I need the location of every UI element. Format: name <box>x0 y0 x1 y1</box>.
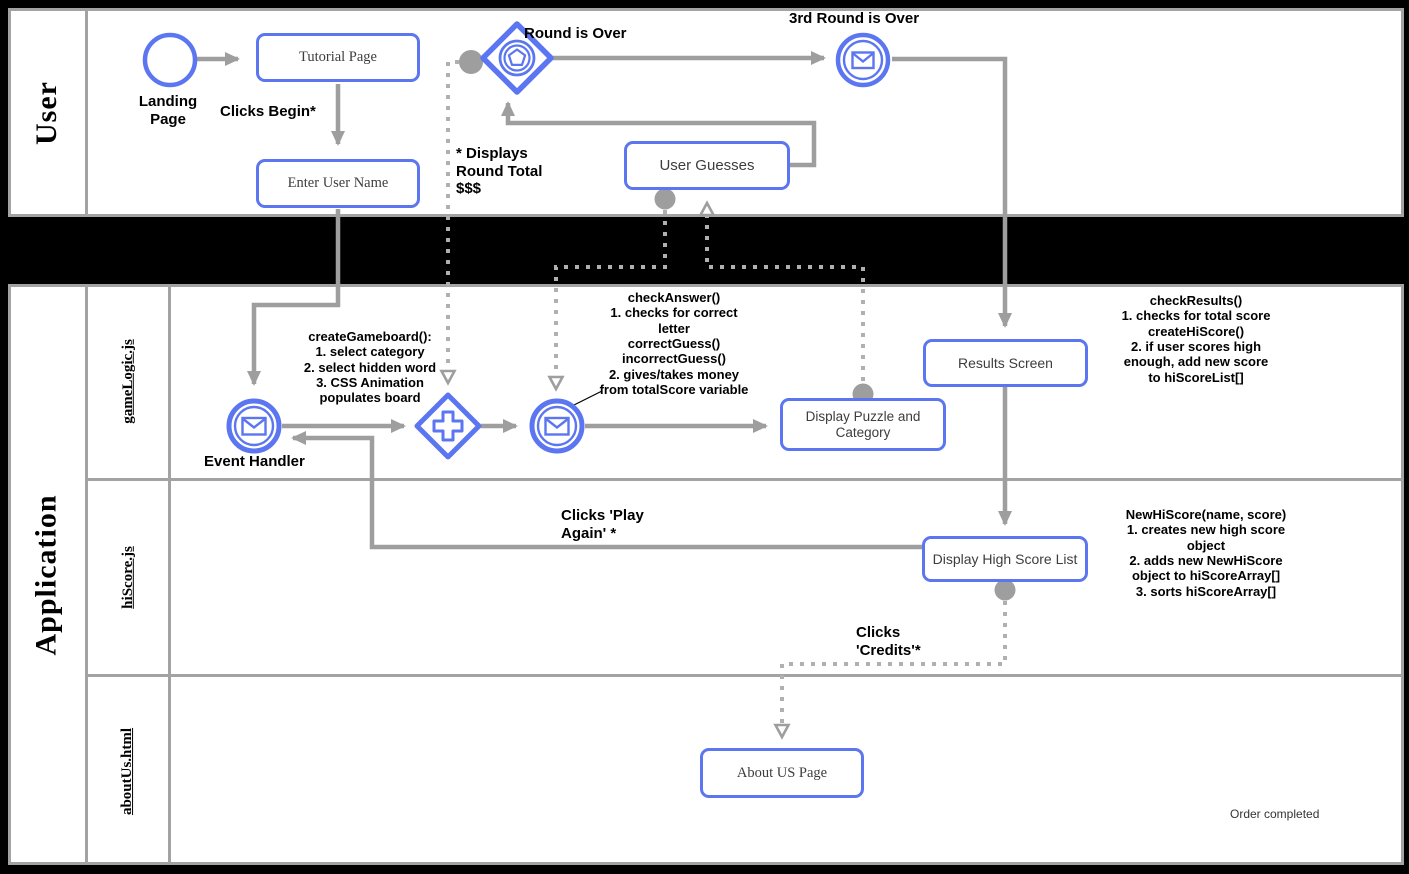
create-gameboard-note: createGameboard(): 1. select category 2.… <box>303 329 437 406</box>
round-is-over-label: Round is Over <box>524 25 627 42</box>
msg-source-dot-userguesses <box>654 188 676 210</box>
flow-playagain-to-eventhandler <box>291 431 922 550</box>
third-round-inner-circle <box>842 39 884 81</box>
event-handler-label: Event Handler <box>204 453 305 470</box>
task-results-screen[interactable]: Results Screen <box>923 339 1088 387</box>
envelope-icon <box>241 416 267 436</box>
order-completed-label: Order completed <box>1230 807 1320 821</box>
msg-source-dot-roundover <box>459 50 483 74</box>
task-results-screen-label: Results Screen <box>958 354 1053 371</box>
task-enter-user-name[interactable]: Enter User Name <box>256 159 420 208</box>
third-round-is-over-label: 3rd Round is Over <box>789 10 920 27</box>
plus-icon <box>432 410 464 442</box>
user-pool-label-divider <box>85 8 88 217</box>
start-event-landing-page[interactable] <box>141 31 199 89</box>
flow-thirdround-to-results <box>892 56 1012 328</box>
check-answer-note: checkAnswer() 1. checks for correct lett… <box>599 290 749 397</box>
task-enter-user-name-label: Enter User Name <box>287 175 389 192</box>
flow-entername-to-eventhandler <box>247 209 341 386</box>
landing-page-label: Landing Page <box>138 93 198 128</box>
gateway-diamond <box>414 392 482 460</box>
start-event-circle <box>142 32 198 88</box>
task-user-guesses-label: User Guesses <box>659 156 755 174</box>
task-tutorial-page-label: Tutorial Page <box>298 49 377 66</box>
task-tutorial-page[interactable]: Tutorial Page <box>256 33 420 82</box>
round-over-outer-circle <box>498 39 536 77</box>
clicks-play-again-label: Clicks 'Play Again' * <box>561 507 644 542</box>
clicks-begin-label: Clicks Begin* <box>220 103 316 120</box>
task-display-puzzle-label: Display Puzzle and Category <box>805 408 921 440</box>
lane-divider-hiscore-aboutus <box>85 674 1404 677</box>
displays-round-total-note: * Displays Round Total $$$ <box>456 145 543 198</box>
task-display-high-score-label: Display High Score List <box>932 550 1078 567</box>
pentagon-icon <box>507 48 527 67</box>
flow-userguesses-to-roundover <box>501 101 817 168</box>
msgflow-displayhiscore-to-aboutus <box>782 601 1007 736</box>
check-results-note: checkResults() 1. checks for total score… <box>1121 293 1271 385</box>
event-third-round-is-over[interactable] <box>834 31 892 89</box>
event-handler-inner-circle <box>233 405 275 447</box>
msgflow-displaypuzzle-to-userguesses <box>707 204 865 381</box>
task-display-puzzle[interactable]: Display Puzzle and Category <box>780 398 946 451</box>
msgflow-userguesses-to-message <box>556 210 667 388</box>
new-hi-score-note: NewHiScore(name, score) 1. creates new h… <box>1125 507 1287 599</box>
msg-source-dot-displayhiscore <box>994 579 1016 601</box>
event-handler-node[interactable] <box>225 397 283 455</box>
event-round-is-over[interactable] <box>478 19 556 97</box>
task-user-guesses[interactable]: User Guesses <box>624 141 790 190</box>
msgflow-roundover-to-gateway <box>448 60 459 382</box>
task-about-us[interactable]: About US Page <box>700 748 864 798</box>
round-over-diamond <box>480 21 554 95</box>
lane-divider-gamelogic-hiscore <box>85 478 1404 481</box>
task-about-us-label: About US Page <box>736 764 828 781</box>
envelope-icon <box>544 416 570 436</box>
envelope-icon <box>851 51 875 70</box>
check-answer-inner-circle <box>536 405 578 447</box>
round-over-inner-circle <box>503 44 531 72</box>
application-pool-label-divider <box>85 284 88 865</box>
clicks-credits-label: Clicks 'Credits'* <box>856 624 921 659</box>
application-lane-label-divider <box>168 284 171 865</box>
event-check-answer[interactable] <box>528 397 586 455</box>
task-display-high-score[interactable]: Display High Score List <box>922 536 1088 582</box>
gateway-parallel[interactable] <box>413 391 483 461</box>
